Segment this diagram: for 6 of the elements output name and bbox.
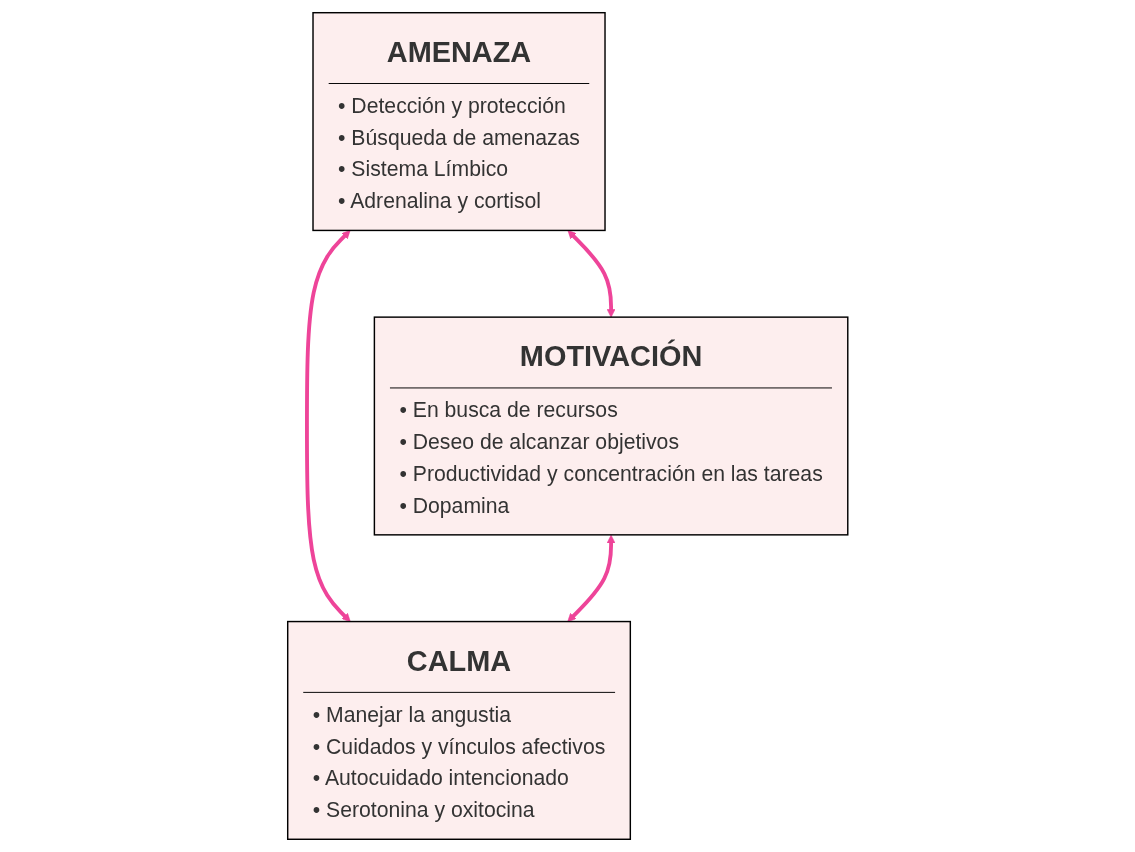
arrow bbox=[304, 230, 351, 622]
node-box: AMENAZA • Detección y protección • Búsqueda de amenazas • Sistema Límbico • Adrenalina y cortisol bbox=[312, 12, 606, 232]
node-box: CALMA • Manejar la angustia • Cuidados y vínculos afectivos • Autocuidado intencionado • Serotonina y oxitocina bbox=[286, 620, 631, 840]
node-box: MOTIVACIÓN • En busca de recursos • Deseo de alcanzar objetivos • Productividad y concentración en las tareas • Dopamina bbox=[373, 316, 849, 536]
arrow bbox=[567, 534, 616, 622]
arrow bbox=[567, 230, 616, 318]
